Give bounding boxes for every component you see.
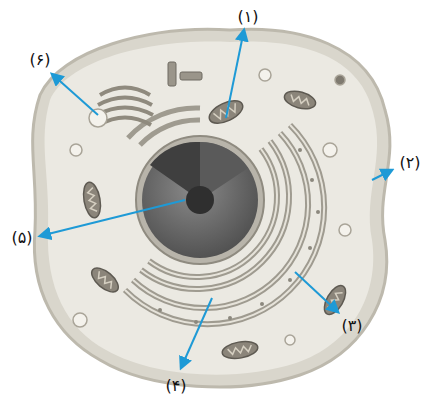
mitochondria [87, 188, 97, 213]
vesicles [259, 69, 271, 81]
endoplasmic-reticulum [128, 108, 200, 138]
endoplasmic-reticulum [125, 125, 324, 324]
ribosomes [288, 278, 292, 282]
mitochondria [282, 88, 317, 112]
leader-arrows [295, 272, 338, 312]
mitochondria [81, 88, 350, 361]
leader-arrows [372, 170, 392, 180]
nucleus [136, 136, 264, 264]
mitochondria [327, 290, 342, 310]
endoplasmic-reticulum [141, 141, 289, 289]
centrioles [180, 72, 202, 80]
centrioles [168, 62, 176, 86]
callout-number: (۱) [237, 9, 258, 25]
leader-arrows [40, 30, 392, 368]
endoplasmic-reticulum [141, 141, 289, 289]
vesicles [339, 224, 351, 236]
nucleus [136, 136, 264, 264]
mitochondria [228, 345, 253, 355]
nucleus [142, 142, 258, 258]
mitochondria [88, 264, 123, 297]
cell-membrane [33, 29, 390, 387]
cell-membrane [33, 29, 390, 387]
vesicles [70, 144, 82, 156]
golgi-apparatus [98, 98, 152, 106]
callout-number: (۵) [11, 230, 32, 246]
mitochondria [81, 181, 103, 219]
callout-number: (۶) [29, 52, 50, 68]
mitochondria [213, 103, 238, 120]
vesicles [89, 109, 107, 127]
leader-arrows [52, 74, 98, 115]
mitochondria [282, 88, 317, 112]
callout-number: (۲) [399, 155, 420, 171]
vesicles [335, 75, 345, 85]
mitochondria [206, 96, 246, 128]
endoplasmic-reticulum [125, 125, 324, 324]
mitochondria [206, 96, 246, 128]
golgi-apparatus [100, 88, 150, 96]
leader-arrows [181, 298, 212, 368]
ribosomes [228, 316, 232, 320]
mitochondria [88, 264, 123, 297]
vesicles [285, 335, 295, 345]
ribosomes [316, 210, 320, 214]
mitochondria [221, 339, 259, 361]
ribosomes [194, 320, 198, 324]
ribosomes [298, 148, 302, 152]
ribosomes [310, 178, 314, 182]
callout-number: (۳) [341, 318, 362, 334]
ribosomes [158, 308, 162, 312]
centrioles [168, 62, 202, 86]
endoplasmic-reticulum [133, 133, 308, 308]
leader-arrows [226, 30, 244, 118]
nucleus [186, 186, 214, 214]
ribosomes [260, 302, 264, 306]
endoplasmic-reticulum [125, 108, 324, 324]
ribosomes [308, 246, 312, 250]
callout-number: (۴) [165, 378, 186, 394]
leader-arrows [40, 200, 185, 236]
cell-membrane [45, 41, 377, 374]
mitochondria [290, 95, 311, 106]
vesicles [323, 143, 337, 157]
endoplasmic-reticulum [133, 133, 308, 308]
mitochondria [81, 181, 103, 219]
vesicles [73, 313, 87, 327]
mitochondria [95, 271, 114, 288]
mitochondria [221, 339, 259, 361]
